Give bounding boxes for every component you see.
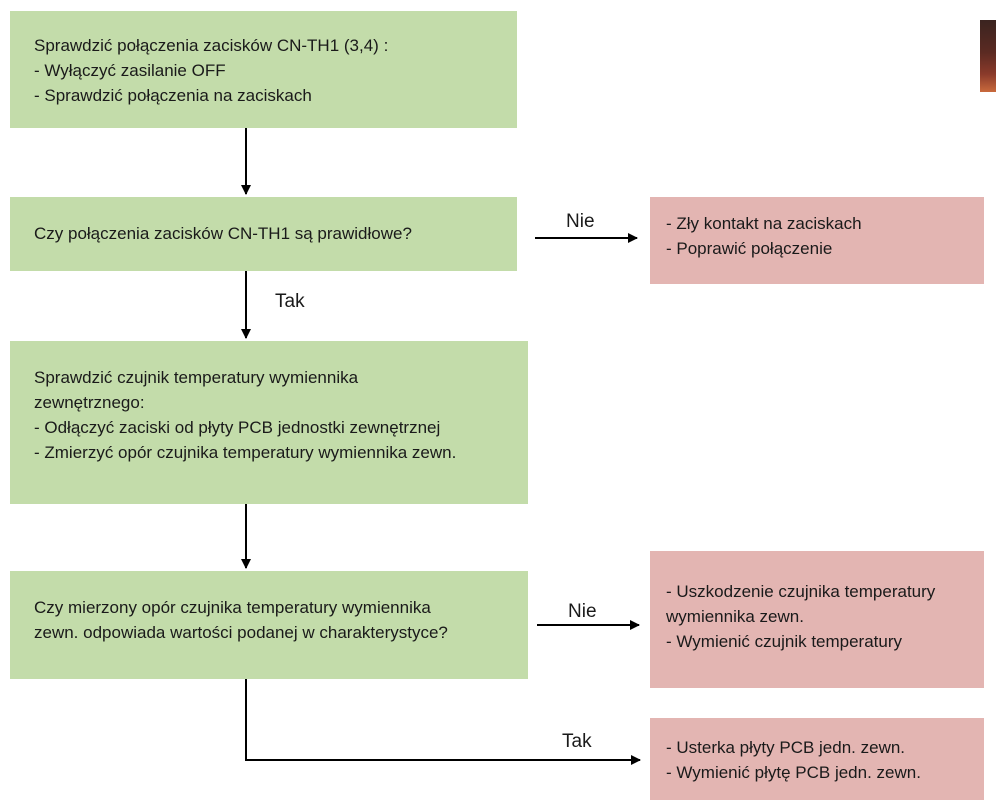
decision-text-line: Czy mierzony opór czujnika temperatury w… (34, 598, 431, 617)
cropped-photo-fragment (980, 20, 996, 92)
step-text-line: - Odłączyć zaciski od płyty PCB jednostk… (34, 418, 441, 437)
result-bad-contact: - Zły kontakt na zaciskach - Poprawić po… (650, 197, 984, 284)
decision-connections-correct: Czy połączenia zacisków CN-TH1 są prawid… (10, 197, 517, 271)
result-text-line: - Uszkodzenie czujnika temperatury (666, 582, 936, 601)
result-text-line: - Wymienić płytę PCB jedn. zewn. (666, 763, 921, 782)
result-sensor-fault: - Uszkodzenie czujnika temperatury wymie… (650, 551, 984, 688)
result-text-line: - Zły kontakt na zaciskach (666, 214, 862, 233)
step-text-line: - Zmierzyć opór czujnika temperatury wym… (34, 443, 457, 462)
arrow-q2-yes (245, 679, 641, 765)
result-text-line: - Poprawić połączenie (666, 239, 833, 258)
step-text-line: - Sprawdzić połączenia na zaciskach (34, 86, 312, 105)
edge-label-yes: Tak (562, 731, 592, 752)
decision-text-line: Czy połączenia zacisków CN-TH1 są prawid… (34, 224, 412, 243)
step-text-line: Sprawdzić czujnik temperatury wymiennika (34, 368, 359, 387)
result-pcb-fault: - Usterka płyty PCB jedn. zewn. - Wymien… (650, 718, 984, 800)
decision-resistance-ok: Czy mierzony opór czujnika temperatury w… (10, 571, 528, 679)
result-text-line: - Wymienić czujnik temperatury (666, 632, 903, 651)
step-text-line: zewnętrznego: (34, 393, 145, 412)
result-text-line: - Usterka płyty PCB jedn. zewn. (666, 738, 906, 757)
edge-label-no: Nie (568, 601, 597, 622)
decision-text-line: zewn. odpowiada wartości podanej w chara… (34, 623, 448, 642)
result-text-line: wymiennika zewn. (666, 607, 804, 626)
edge-label-no: Nie (566, 211, 595, 232)
edge-label-yes: Tak (275, 291, 305, 312)
step-check-connections: Sprawdzić połączenia zacisków CN-TH1 (3,… (10, 11, 517, 128)
step-text-line: Sprawdzić połączenia zacisków CN-TH1 (3,… (34, 36, 389, 55)
step-text-line: - Wyłączyć zasilanie OFF (34, 61, 226, 80)
step-check-sensor: Sprawdzić czujnik temperatury wymiennika… (10, 341, 528, 504)
